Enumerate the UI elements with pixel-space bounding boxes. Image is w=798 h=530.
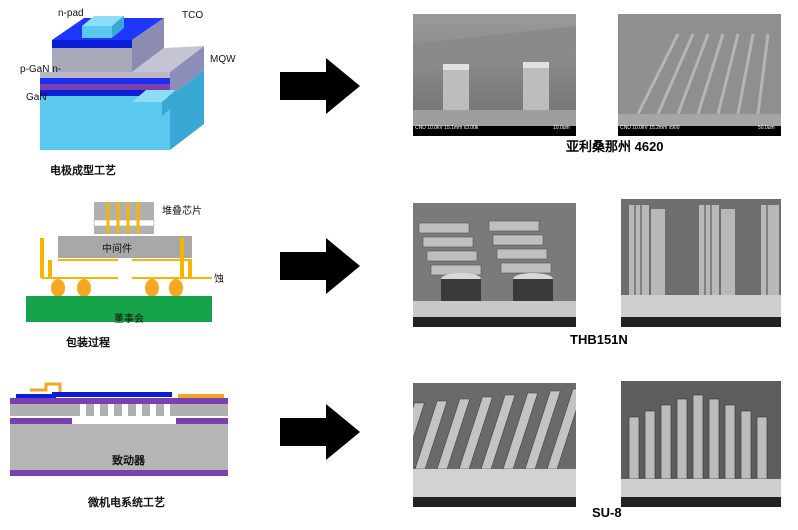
label-pgan: p-GaN n- xyxy=(20,64,62,75)
label-mqw: MQW xyxy=(210,54,236,65)
electrode-process-diagram: n-pad TCO MQW p-GaN n- GaN xyxy=(20,8,242,158)
label-npad: n-pad xyxy=(58,8,84,19)
mems-process-caption: 微机电系统工艺 xyxy=(88,497,165,509)
material-caption-az4620: 亚利桑那州 4620 xyxy=(566,139,664,154)
label-board: 董事会 xyxy=(114,314,144,325)
material-caption-su8: SU-8 xyxy=(592,505,622,520)
sem-scale-right: 50.0um xyxy=(758,125,775,131)
electrode-process-caption: 电极成型工艺 xyxy=(50,165,116,177)
sem-scale-left: 10.0um xyxy=(553,125,570,131)
label-stacked-chip: 堆叠芯片 xyxy=(162,206,202,217)
arrow-right-icon xyxy=(280,404,360,460)
mems-process-diagram: 致动器 xyxy=(8,382,233,478)
arrow-right-icon xyxy=(280,238,360,294)
packaging-process-caption: 包装过程 xyxy=(66,337,110,349)
label-actuator: 致动器 xyxy=(112,455,145,467)
sem-info-right: CNU 10.0kV 15.2mm x900 xyxy=(620,125,680,131)
sem-image-az4620-left: CNU 10.0kV 15.1mm x3.00k 10.0um xyxy=(413,14,576,136)
sem-image-thb151n-left xyxy=(413,203,576,327)
label-side: 蚀 xyxy=(214,274,224,285)
sem-info-left: CNU 10.0kV 15.1mm x3.00k xyxy=(415,125,479,131)
label-gan: GaN xyxy=(26,92,47,103)
packaging-process-diagram: 堆叠芯片 中间件 蚀 董事会 xyxy=(22,198,242,328)
label-interposer: 中间件 xyxy=(102,244,132,255)
arrow-right-icon xyxy=(280,58,360,114)
sem-image-su8-left xyxy=(413,383,576,507)
material-caption-thb151n: THB151N xyxy=(570,332,628,347)
sem-image-su8-right xyxy=(621,381,781,507)
sem-image-az4620-right: CNU 10.0kV 15.2mm x900 50.0um xyxy=(618,14,781,136)
sem-image-thb151n-right xyxy=(621,199,781,327)
label-tco: TCO xyxy=(182,10,204,21)
